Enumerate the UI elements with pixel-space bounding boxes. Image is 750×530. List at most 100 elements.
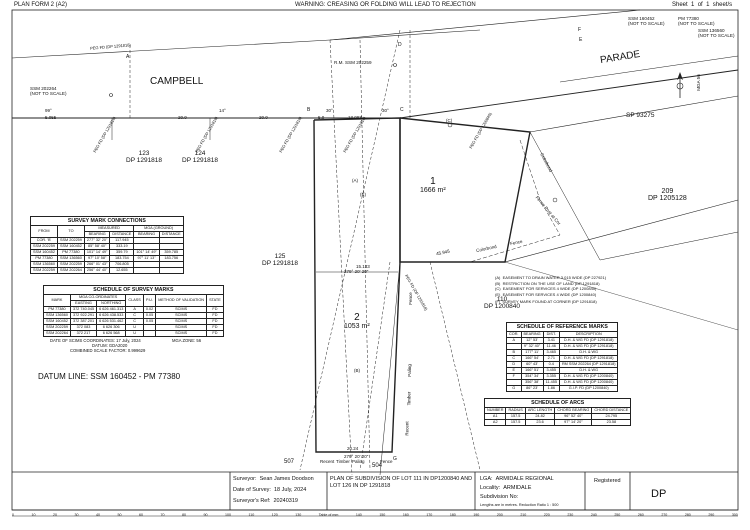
- ruler-tick-label: 60: [139, 513, 143, 517]
- easement-mark-e: (E): [360, 192, 366, 197]
- ruler-tick-label: Table of mm: [318, 513, 339, 517]
- plan-title-1: PLAN OF SUBDIVISION OF LOT 111 IN DP1200…: [330, 476, 473, 482]
- ruler-tick-label: 230: [567, 513, 574, 517]
- fence-timber-1: Timber: [336, 459, 350, 464]
- ruler-tick-label: 300: [731, 513, 738, 517]
- mark-rm: R.M. SSM 202259: [334, 60, 372, 65]
- ruler-tick-label: 250: [614, 513, 621, 517]
- table-cell: 101° 14' 49": [83, 249, 111, 256]
- ruler-tick-label: 280: [684, 513, 691, 517]
- ref-row: Surveyor's Ref: 20240319: [233, 498, 298, 504]
- surveyor-row: Surveyor: Sean James Doodson: [233, 476, 314, 482]
- table-cell: D.H. & WG FD (DP 1291818): [558, 343, 619, 350]
- table-cell: 101° 14' 49": [133, 249, 160, 256]
- ruler-tick-label: 120: [271, 513, 278, 517]
- ruler-tick-label: 290: [708, 513, 715, 517]
- dim-30a: 30°: [326, 108, 333, 113]
- ssm-h-method: METHOD OF VALIDATION: [155, 294, 208, 307]
- ruler-tick-label: 110: [248, 513, 255, 517]
- table-cell: SSM 160452: [30, 249, 58, 256]
- lga-row: LGA: ARMIDALE REGIONAL: [480, 476, 554, 482]
- ssm-h-class: CLASS: [125, 294, 144, 307]
- easement-mark-a: (A): [352, 178, 358, 183]
- ruler-tick-label: 20: [53, 513, 57, 517]
- arcs-h-chord-distance: CHORD DISTANCE: [591, 407, 632, 414]
- ruler-tick-label: 100: [225, 513, 231, 517]
- ssm-date: DATE OF SCIMS COORDINATES: 17 July, 2024: [50, 338, 141, 343]
- table-cell: 85° 58' 40": [83, 243, 111, 250]
- mark-nts-4: (NOT TO SCALE): [30, 91, 67, 96]
- ruler-tick-label: 170: [426, 513, 433, 517]
- dim-2024: 20.24: [347, 446, 359, 451]
- table-cell: SSM 202259: [56, 237, 85, 244]
- table-cell: SSM 202264: [43, 330, 71, 337]
- table-cell: SCIMS: [155, 330, 208, 337]
- easement-mark-c: (C): [446, 118, 453, 123]
- ruler-tick-label: 240: [590, 513, 597, 517]
- table-cell: 86° 23': [520, 385, 544, 392]
- ssm-h-pu: P.U.: [142, 294, 157, 307]
- survey-mark-connections-table: SURVEY MARK CONNECTIONS FROM TO MEASURED…: [30, 216, 184, 274]
- table-cell: 9° 32' 40": [520, 343, 544, 350]
- table-cell: 266° 01' 43": [83, 261, 111, 268]
- table-cell: FD: [206, 330, 224, 337]
- ruler-tick-label: 70: [160, 513, 165, 517]
- fence-paling-1: Paling: [352, 459, 365, 464]
- mark-ssm136560: SSM 136560: [698, 28, 725, 33]
- ssm-zone: MGA ZONE: 56: [172, 338, 202, 343]
- locality-row: Locality: ARMIDALE: [480, 485, 532, 491]
- ssm-title: SCHEDULE OF SURVEY MARKS: [43, 285, 224, 294]
- table-cell: D.H. & WG FD (DP 1291818): [558, 355, 619, 362]
- arcs-h-length: ARC LENGTH: [524, 407, 556, 414]
- easement-mark-b: (B): [354, 368, 360, 373]
- lengths-note: Lengths are in metres. Reduction Ratio 1…: [480, 503, 559, 507]
- table-cell: SSM 160452: [56, 243, 85, 250]
- street-campbell: CAMPBELL: [150, 76, 204, 87]
- table-cell: 256° 44' 40": [83, 267, 111, 274]
- corner-f: F: [578, 27, 582, 33]
- corner-c: C: [400, 107, 404, 113]
- mark-ssm160452: SSM 160452: [628, 16, 655, 21]
- dim-13093: 13.093: [348, 115, 362, 120]
- table-cell: 6 626 568: [96, 330, 127, 337]
- table-cell: [158, 267, 184, 274]
- lot-504: 504: [372, 463, 383, 469]
- ruler-tick-label: 50: [117, 513, 122, 517]
- table-cell: [133, 267, 160, 274]
- smc-h-to: TO: [56, 225, 85, 238]
- datum-line: DATUM LINE: SSM 160452 - PM 77380: [38, 372, 181, 381]
- ssm-h-mark: MARK: [43, 294, 71, 307]
- table-cell: 23.58: [591, 419, 632, 426]
- mark-pm77380: PM 77380: [678, 16, 699, 21]
- arcs-h-radius: RADIUS: [505, 407, 526, 414]
- table-cell: SSM 202264: [56, 267, 85, 274]
- srm-title: SCHEDULE OF REFERENCE MARKS: [506, 322, 619, 331]
- table-cell: 97° 10' 58": [83, 255, 111, 262]
- ruler-tick-label: 150: [379, 513, 386, 517]
- dim-30b: 30°: [382, 108, 389, 113]
- ruler-tick-label: 220: [543, 513, 550, 517]
- arcs-h-chord-bearing: CHORD BEARING: [554, 407, 593, 414]
- dim-14: 14°: [219, 108, 226, 113]
- form-label: PLAN FORM 2 (A2): [14, 2, 68, 8]
- smc-h-mga-distance: DISTANCE: [158, 231, 184, 238]
- fence-fence-2: Fence: [407, 292, 413, 305]
- table-cell: 372 740.045: [69, 306, 98, 313]
- ssm-datum: DATUM: GDA2020: [92, 343, 128, 348]
- ruler-tick-label: 210: [520, 513, 527, 517]
- table-cell: 372 217: [69, 330, 98, 337]
- registered-label: Registered: [594, 478, 621, 484]
- mark-nts-1: (NOT TO SCALE): [628, 21, 665, 26]
- table-cell: SSM 136560: [30, 261, 58, 268]
- smc-h-distance: DISTANCE: [109, 231, 135, 238]
- table-cell: 277° 32' 20": [83, 237, 111, 244]
